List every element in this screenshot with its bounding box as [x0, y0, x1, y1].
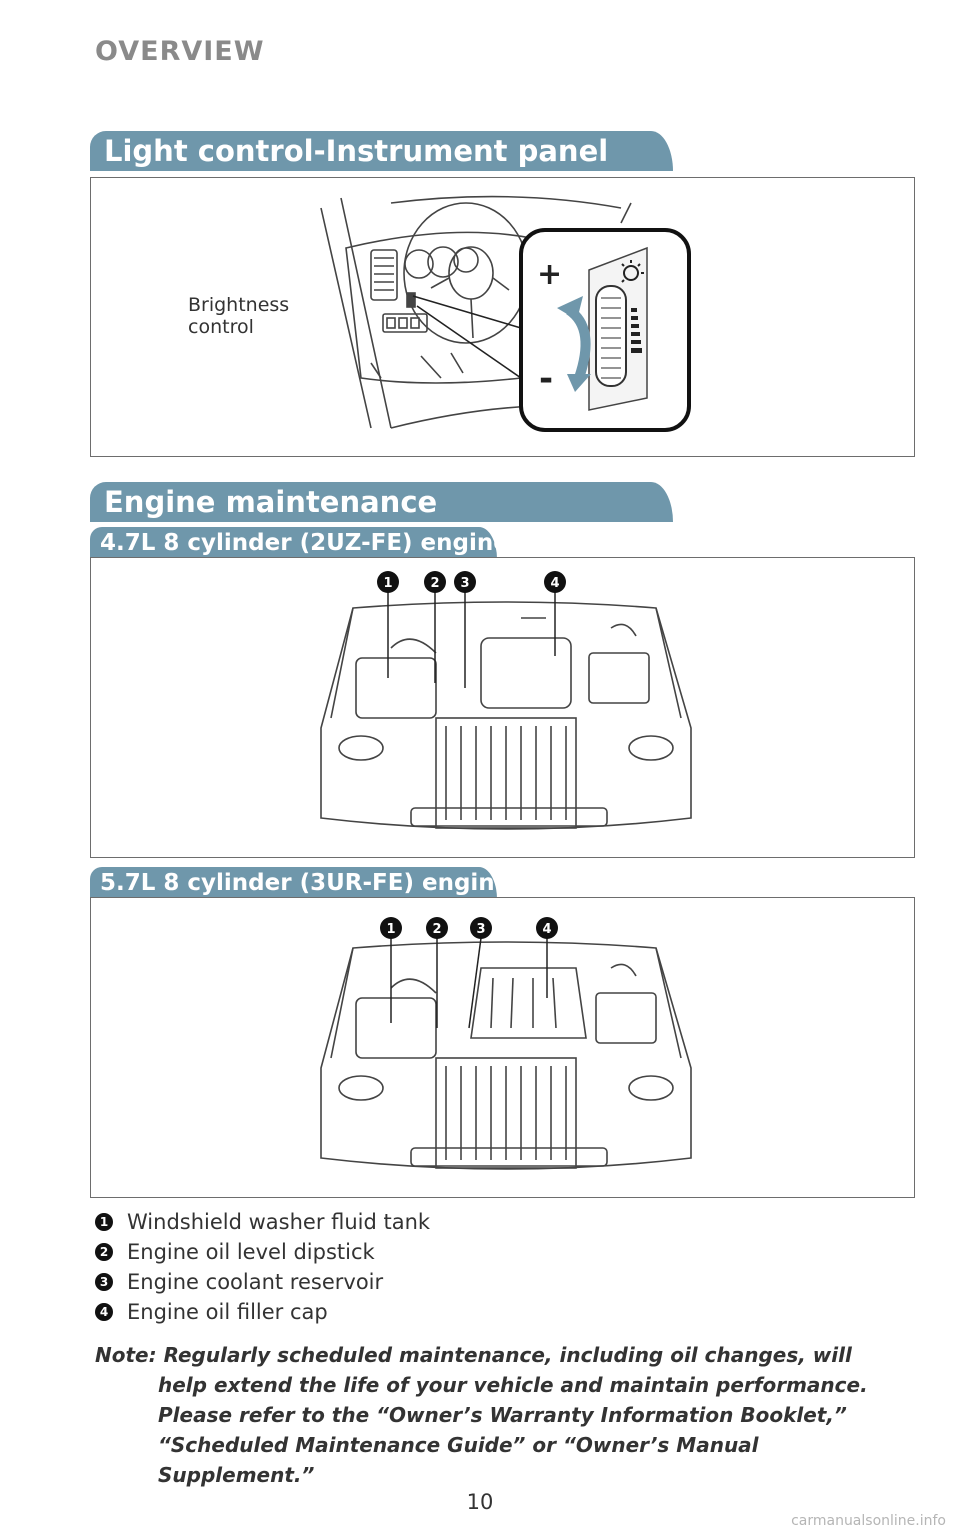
legend-number: 1 — [95, 1213, 113, 1231]
section-label: OVERVIEW — [95, 36, 265, 67]
legend-label: Engine oil filler cap — [127, 1300, 328, 1324]
svg-text:1: 1 — [386, 922, 395, 937]
svg-text:3: 3 — [460, 576, 469, 591]
svg-text:3: 3 — [476, 922, 485, 937]
marker-4 — [536, 917, 558, 939]
legend-number: 2 — [95, 1243, 113, 1261]
marker-3 — [454, 571, 476, 593]
legend-item: 4 Engine oil filler cap — [95, 1297, 430, 1327]
legend-item: 3 Engine coolant reservoir — [95, 1267, 430, 1297]
svg-text:2: 2 — [430, 576, 439, 591]
marker-3 — [470, 917, 492, 939]
light-control-title: Light control-Instrument panel — [90, 131, 673, 171]
brightness-callout: Brightness control — [188, 294, 290, 338]
brightness-dial[interactable] — [595, 285, 627, 387]
marker-1 — [377, 571, 399, 593]
dashboard-illustration: + - — [320, 195, 691, 432]
engine-b-title: 5.7L 8 cylinder (3UR-FE) engine — [90, 867, 510, 899]
plus-label: + — [537, 257, 562, 292]
light-control-panel: + - — [90, 177, 915, 457]
legend-item: 2 Engine oil level dipstick — [95, 1237, 430, 1267]
engine-a-title: 4.7L 8 cylinder (2UZ-FE) engine — [90, 527, 509, 559]
minus-label: - — [539, 359, 553, 399]
marker-2 — [426, 917, 448, 939]
legend-item: 1 Windshield washer fluid tank — [95, 1207, 430, 1237]
legend-number: 4 — [95, 1303, 113, 1321]
page-number: 10 — [466, 1490, 494, 1514]
legend-label: Engine oil level dipstick — [127, 1240, 375, 1264]
maintenance-note: Note: Regularly scheduled maintenance, i… — [95, 1343, 868, 1487]
svg-text:4: 4 — [550, 576, 559, 591]
legend-label: Engine coolant reservoir — [127, 1270, 384, 1294]
legend-label: Windshield washer fluid tank — [127, 1210, 431, 1234]
engine-maintenance-title: Engine maintenance — [90, 482, 673, 522]
engine-b-panel: 1 2 3 4 — [90, 897, 915, 1198]
marker-2 — [424, 571, 446, 593]
brightness-icon — [621, 260, 644, 283]
engine-b-illustration: 1 2 3 4 — [320, 917, 692, 1170]
marker-1 — [380, 917, 402, 939]
legend: 1 Windshield washer fluid tank 2 Engine … — [95, 1207, 430, 1327]
legend-number: 3 — [95, 1273, 113, 1291]
watermark: carmanualsonline.info — [791, 1513, 946, 1529]
marker-4 — [544, 571, 566, 593]
engine-a-panel: 1 2 3 4 — [90, 557, 915, 858]
svg-text:4: 4 — [542, 922, 551, 937]
engine-a-illustration: 1 2 3 4 — [320, 571, 692, 830]
svg-text:1: 1 — [383, 576, 392, 591]
svg-text:2: 2 — [432, 922, 441, 937]
